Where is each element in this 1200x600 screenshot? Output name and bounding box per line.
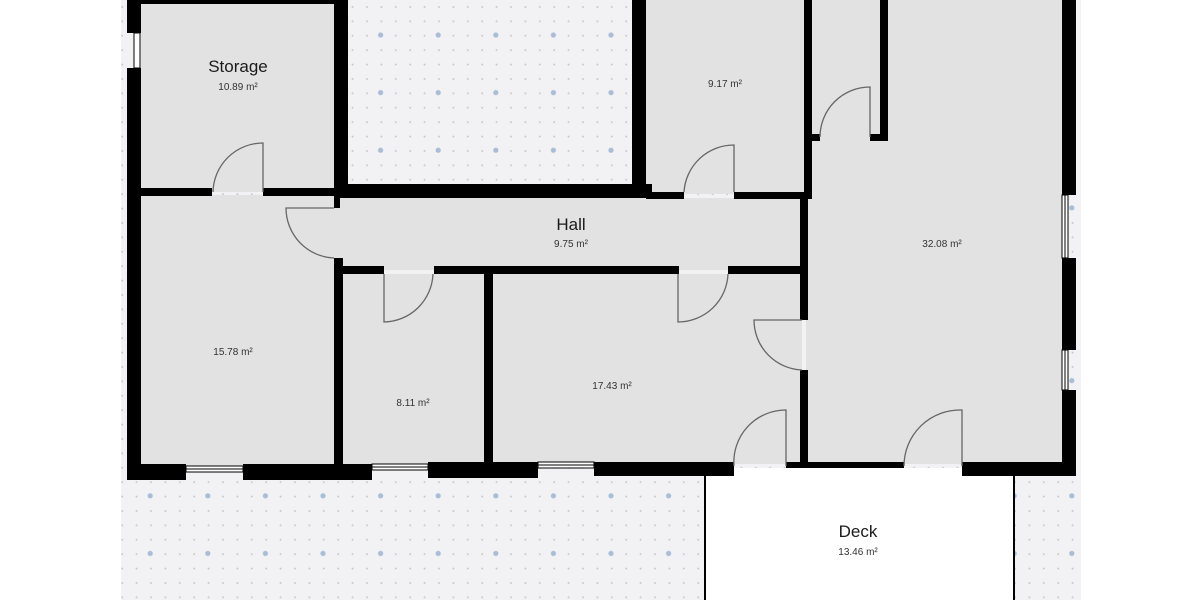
label-top-room: 9.17 m²	[708, 79, 743, 90]
label-small-room: 8.11 m²	[396, 398, 430, 409]
room-area-small: 8.11 m²	[396, 398, 430, 409]
door-closet[interactable]	[819, 86, 871, 138]
window-storage-left	[133, 32, 141, 69]
door-top-room[interactable]	[683, 144, 735, 193]
room-deck[interactable]	[704, 468, 1015, 600]
walls	[127, 0, 1076, 480]
room-name-hall: Hall	[556, 215, 585, 234]
room-name-storage: Storage	[208, 57, 268, 76]
room-small[interactable]	[342, 274, 484, 464]
room-area-middle: 17.43 m²	[592, 381, 632, 392]
room-top[interactable]	[646, 0, 806, 194]
window-right-2	[1061, 349, 1069, 391]
label-hall: Hall 9.75 m²	[554, 215, 589, 250]
room-name-deck: Deck	[839, 522, 878, 541]
door-hall-left[interactable]	[285, 207, 335, 259]
window-left-bottom	[185, 465, 244, 473]
door-right-deck[interactable]	[903, 409, 963, 467]
doors	[212, 86, 963, 467]
door-middle-deck[interactable]	[733, 409, 787, 467]
room-area-deck: 13.46 m²	[838, 547, 878, 558]
room-area-large-right: 32.08 m²	[922, 239, 962, 250]
room-area-hall: 9.75 m²	[554, 239, 589, 250]
room-area-storage: 10.89 m²	[218, 82, 258, 93]
label-middle-room: 17.43 m²	[592, 381, 632, 392]
label-large-right: 32.08 m²	[922, 239, 962, 250]
room-storage[interactable]	[141, 0, 334, 192]
label-left-room: 15.78 m²	[213, 347, 253, 358]
room-area-left: 15.78 m²	[213, 347, 253, 358]
door-middle-room[interactable]	[677, 273, 729, 323]
room-large-right[interactable]	[806, 0, 1062, 464]
room-area-top: 9.17 m²	[708, 79, 743, 90]
room-left[interactable]	[141, 195, 334, 467]
room-floors	[141, 0, 1062, 600]
window-middle-bottom	[537, 461, 595, 469]
door-storage[interactable]	[212, 142, 264, 193]
door-small-room[interactable]	[383, 273, 434, 323]
room-middle[interactable]	[492, 274, 802, 464]
label-storage: Storage 10.89 m²	[208, 57, 268, 93]
label-deck: Deck 13.46 m²	[838, 522, 878, 558]
door-large-right[interactable]	[753, 319, 803, 371]
window-small-bottom	[371, 463, 429, 471]
windows	[133, 32, 1069, 473]
room-hall[interactable]	[334, 198, 806, 270]
room-labels: Storage 10.89 m² 9.17 m² Hall 9.75 m² 32…	[208, 57, 962, 558]
window-right-1	[1061, 194, 1069, 259]
